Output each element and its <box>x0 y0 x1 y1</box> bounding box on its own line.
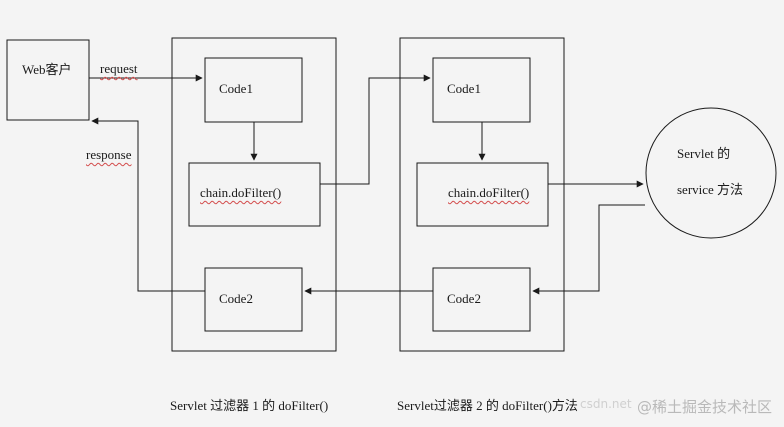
chain1-to-filter2-arrow <box>320 74 431 185</box>
servlet-circle <box>645 107 777 239</box>
filter2-container <box>399 37 565 352</box>
filter1-chain-box <box>188 162 321 227</box>
response-label: response <box>86 147 132 162</box>
client-box <box>6 39 90 121</box>
filter1-caption: Servlet 过滤器 1 的 doFilter() <box>170 398 329 413</box>
filter2-code2-box <box>432 267 531 332</box>
filter1-code1-label: Code1 <box>219 81 253 96</box>
filter2-caption: Servlet过滤器 2 的 doFilter()方法 <box>397 398 578 413</box>
filter1-code2-label: Code2 <box>219 291 253 306</box>
filter2-code2-label: Code2 <box>447 291 481 306</box>
filter1-code2-box <box>204 267 303 332</box>
client-label: Web客户 <box>22 62 72 77</box>
filter1-chain-label: chain.doFilter() <box>200 185 282 200</box>
filter2-chain-label: chain.doFilter() <box>448 185 530 200</box>
watermark: @稀土掘金技术社区 <box>636 398 772 416</box>
servlet-return-arrow <box>532 204 645 295</box>
watermark-faint: csdn.net <box>580 397 632 411</box>
filter2-chain-box <box>416 162 549 227</box>
servlet-label-line1: Servlet 的 <box>677 146 731 161</box>
response-arrow <box>91 117 205 292</box>
servlet-label-line2: service 方法 <box>677 182 744 197</box>
filter1-container <box>171 37 337 352</box>
request-label: request <box>100 61 138 76</box>
filter2-code1-label: Code1 <box>447 81 481 96</box>
